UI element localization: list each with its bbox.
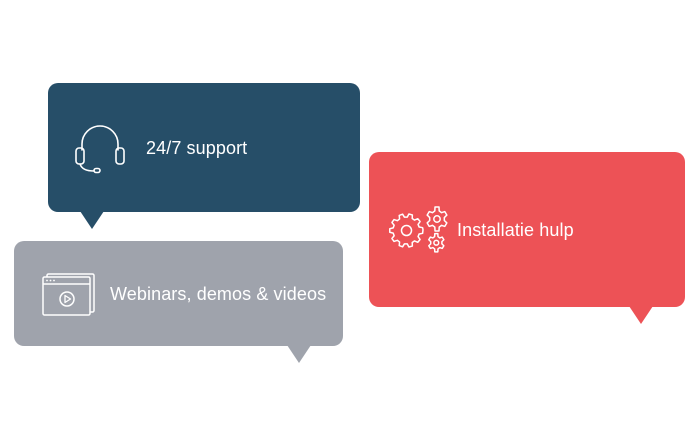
support-bubble-tail xyxy=(80,211,104,229)
webinars-bubble: Webinars, demos & videos xyxy=(14,241,343,363)
install-label: Installatie hulp xyxy=(457,219,574,240)
headset-icon xyxy=(72,122,128,174)
webinars-bubble-tail xyxy=(287,345,311,363)
video-player-icon xyxy=(42,272,96,316)
support-bubble: 24/7 support xyxy=(48,83,360,229)
install-bubble: Installatie hulp xyxy=(369,152,685,324)
support-label: 24/7 support xyxy=(146,137,248,158)
gears-icon xyxy=(385,204,451,256)
install-bubble-tail xyxy=(629,306,653,324)
webinars-label: Webinars, demos & videos xyxy=(110,283,327,304)
